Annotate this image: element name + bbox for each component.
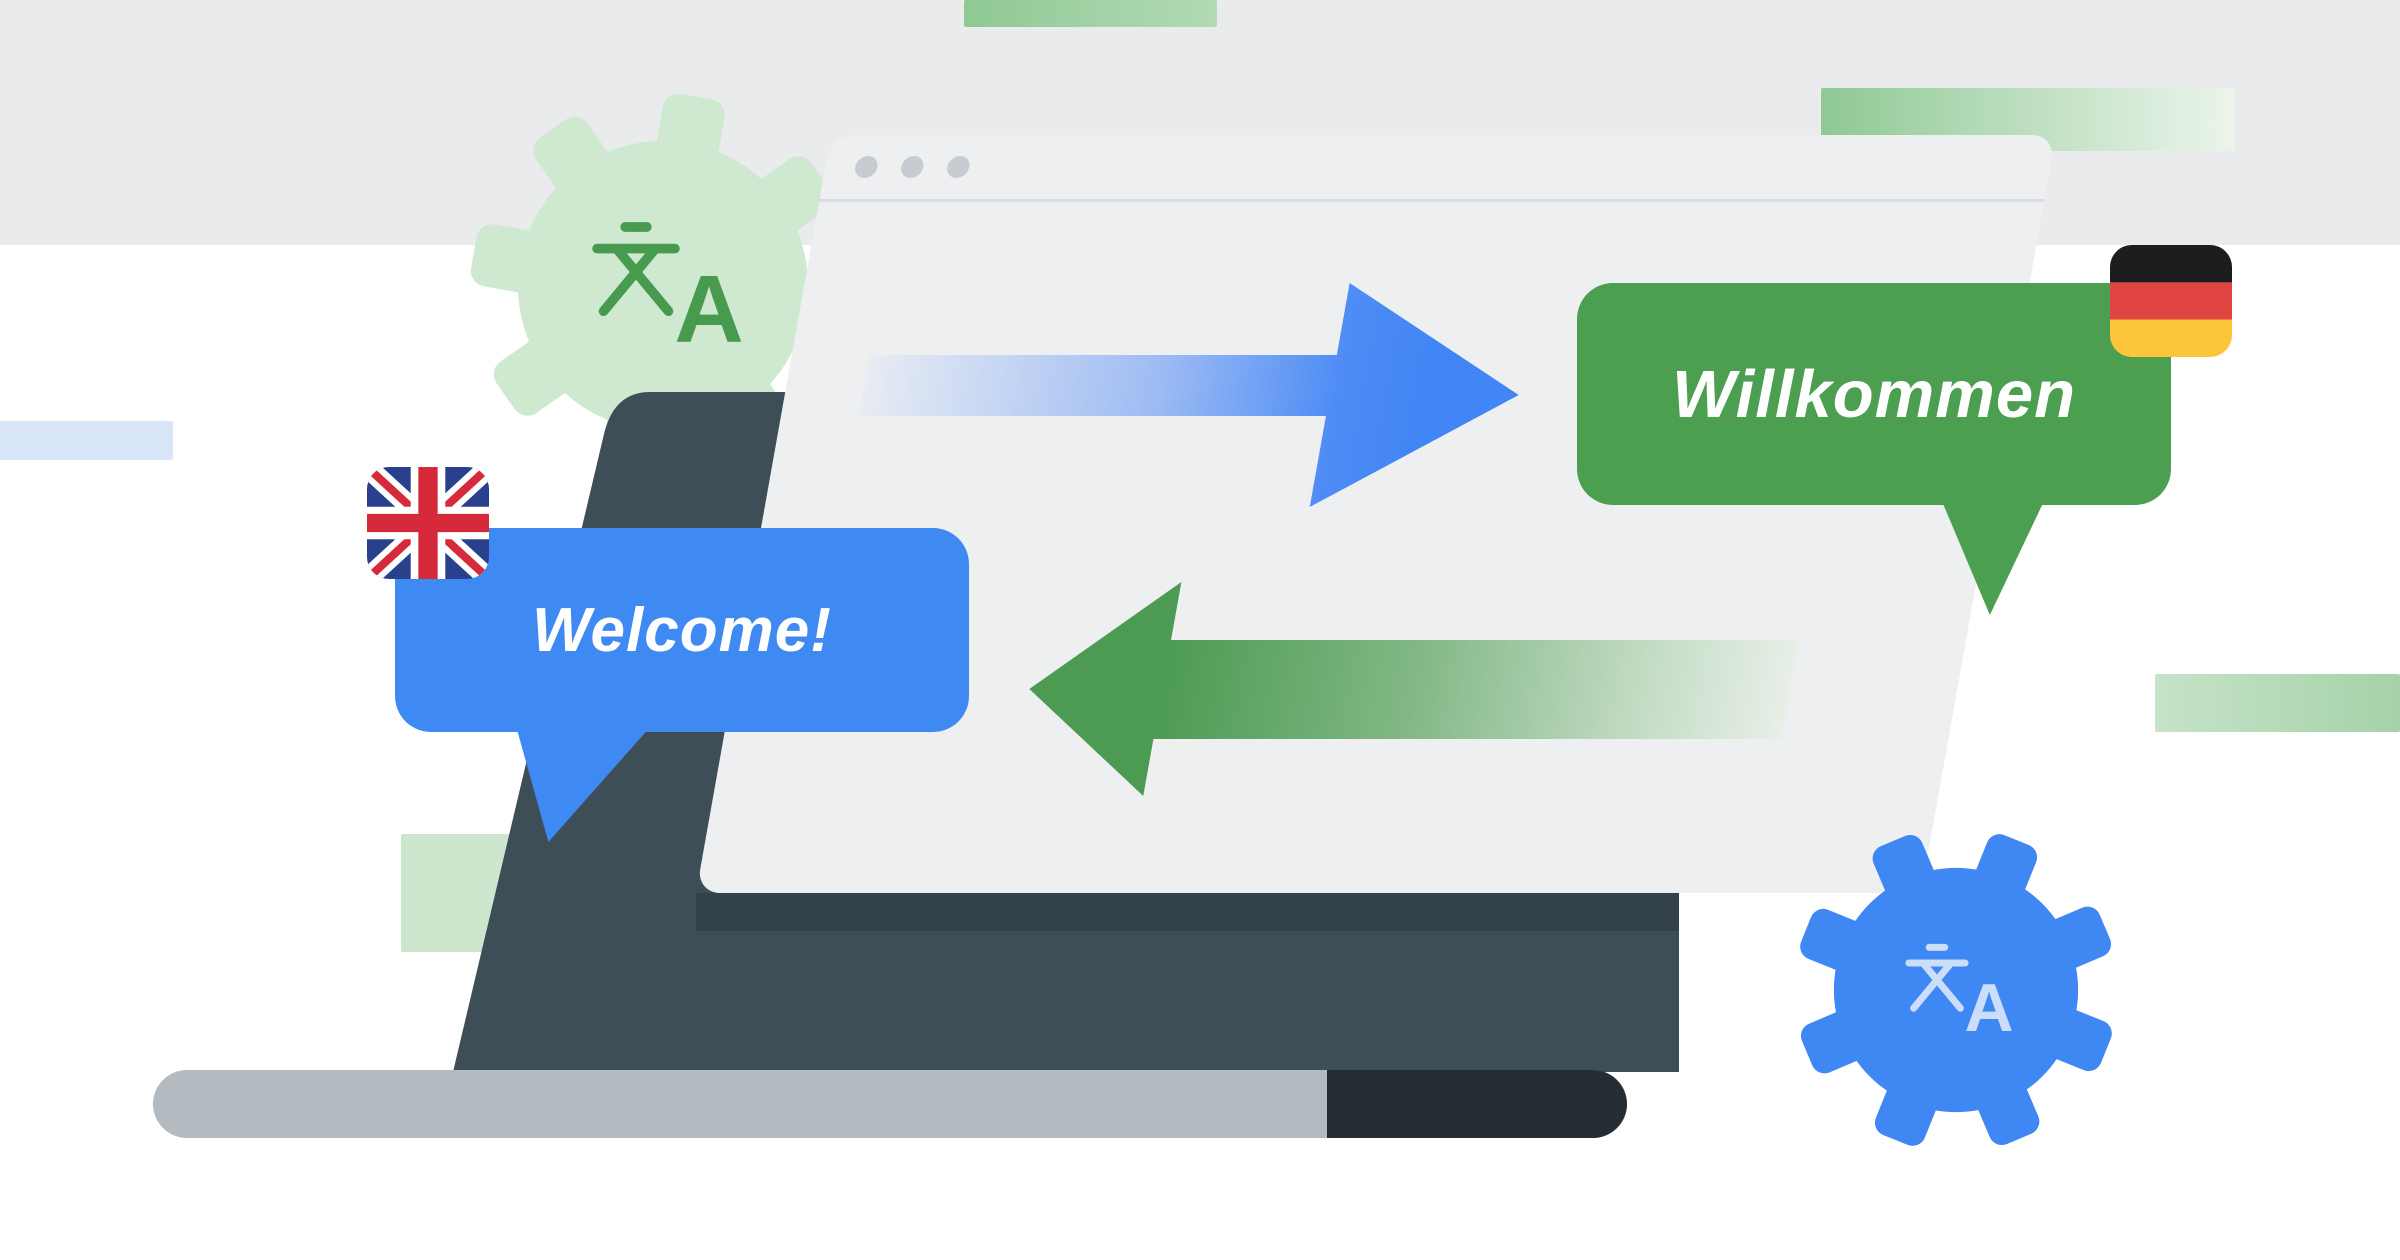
- gear-icon: [1800, 834, 2112, 1146]
- translation-arrows: [858, 283, 1800, 796]
- decorative-stripe-top-center: [964, 0, 1217, 27]
- window-shadow-band: [696, 893, 1679, 931]
- translate-icon: A: [467, 90, 859, 482]
- translate-icon: A: [1791, 825, 2121, 1155]
- uk-flag-icon: [367, 467, 489, 579]
- bubble-text-english: Welcome!: [532, 595, 832, 665]
- laptop-base-dark-section: [1327, 1070, 1627, 1138]
- translate-gear-icon-blue: A: [1791, 825, 2121, 1155]
- germany-flag-icon: [2110, 245, 2232, 357]
- bubble-text-german: Willkommen: [1671, 356, 2077, 432]
- speech-bubble-english: Welcome!: [395, 528, 969, 842]
- decorative-stripe-right-green: [2155, 674, 2400, 732]
- laptop-base: [153, 1070, 1627, 1138]
- speech-bubble-german: Willkommen: [1577, 283, 2171, 615]
- latin-a-label: A: [1964, 970, 2014, 1046]
- speech-bubble-tail: [516, 726, 651, 842]
- left-arrow-icon: [1029, 582, 1800, 796]
- right-arrow-icon: [858, 283, 1519, 507]
- decorative-stripe-left-blue: [0, 421, 173, 460]
- browser-window: [695, 135, 2057, 893]
- wen-character-icon: [1905, 943, 1970, 1012]
- decorative-stripe-left-green: [401, 834, 528, 952]
- latin-a-label: A: [674, 256, 744, 363]
- wen-character-icon: [592, 222, 681, 317]
